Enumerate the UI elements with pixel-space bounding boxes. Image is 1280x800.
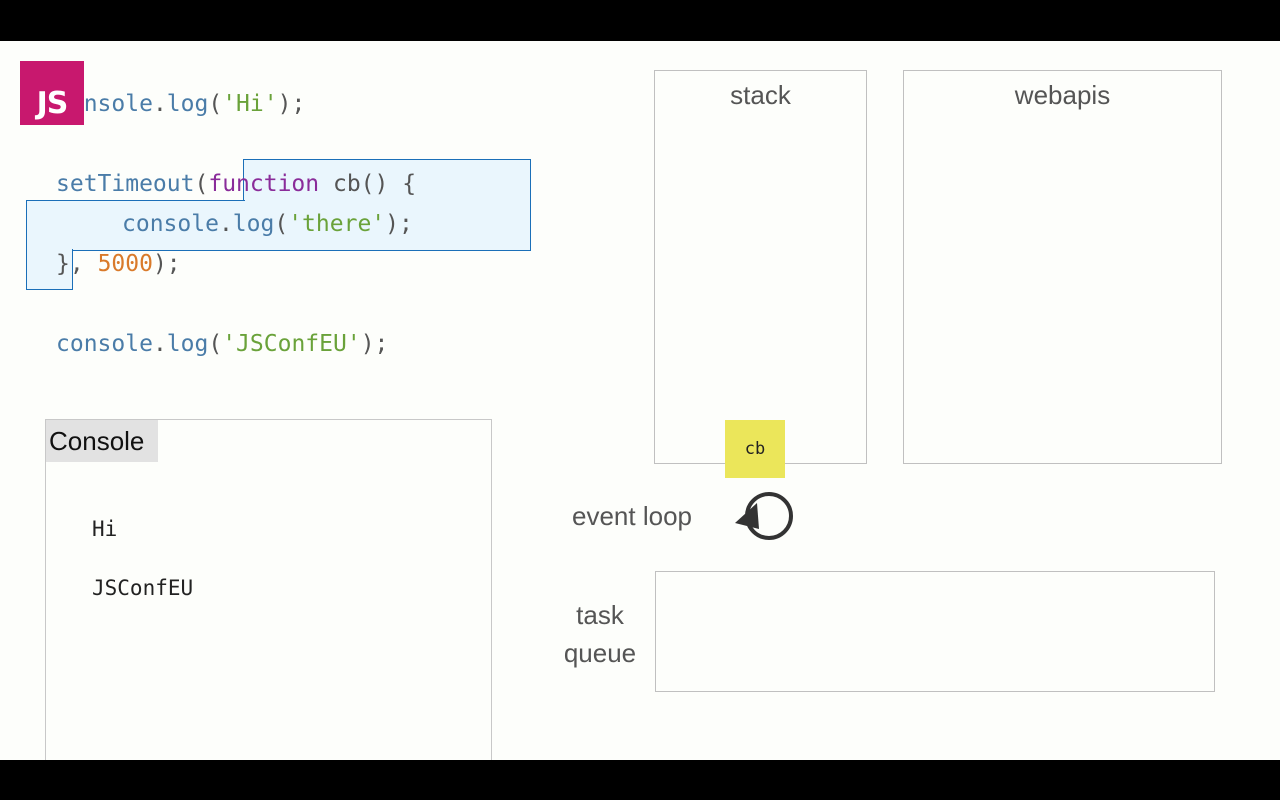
stack-title: stack xyxy=(730,80,791,110)
loop-arrow-icon xyxy=(735,492,793,540)
code-line-1: console.log('Hi'); xyxy=(56,91,306,117)
webapis-panel: webapis xyxy=(903,70,1222,464)
slide: JS console.log('Hi'); setTimeout(functio… xyxy=(0,41,1280,760)
console-panel: Console Hi JSConfEU xyxy=(45,419,492,760)
console-output-line: Hi xyxy=(92,517,118,541)
callback-highlight-join xyxy=(27,248,71,251)
js-logo: JS xyxy=(20,61,84,125)
console-title: Console xyxy=(46,420,158,462)
console-output-line: JSConfEU xyxy=(92,576,194,600)
code-line-3: console.log('there'); xyxy=(122,211,413,237)
stack-panel: stack xyxy=(654,70,867,464)
code-line-2: setTimeout(function cb() { xyxy=(56,171,417,197)
stack-frame-cb: cb xyxy=(725,420,785,478)
event-loop-label: event loop xyxy=(572,501,692,531)
webapis-title: webapis xyxy=(1014,80,1111,110)
task-queue-label-line: queue xyxy=(563,638,637,668)
callback-highlight-bottom xyxy=(26,249,73,290)
code-line-5: console.log('JSConfEU'); xyxy=(56,331,389,357)
task-queue-label: task queue xyxy=(552,596,648,672)
callback-highlight-middle xyxy=(26,200,531,251)
code-line-4: }, 5000); xyxy=(56,251,181,277)
task-queue-label-line: task xyxy=(576,600,624,630)
callback-highlight-top xyxy=(243,159,531,202)
callback-highlight-edge xyxy=(26,200,245,201)
task-queue-panel xyxy=(655,571,1215,692)
